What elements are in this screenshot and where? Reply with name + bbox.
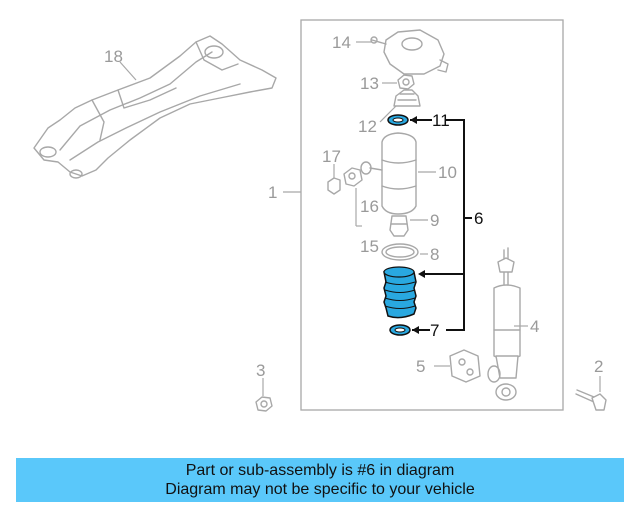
callout-4: 4 — [530, 317, 539, 336]
callout-10: 10 — [438, 163, 457, 182]
shock-absorber-part-4[interactable] — [487, 247, 521, 401]
callout-17: 17 — [322, 147, 341, 166]
callout-14: 14 — [332, 33, 351, 52]
seal-ring-part-7[interactable] — [389, 324, 411, 336]
bolt-part-2[interactable] — [575, 389, 607, 411]
dust-boot-part-6[interactable] — [383, 266, 417, 319]
banner-line-1: Part or sub-assembly is #6 in diagram — [185, 462, 455, 479]
bracket-part-5[interactable] — [449, 349, 481, 383]
fitting-part-17[interactable] — [327, 177, 341, 195]
nut-part-3[interactable] — [255, 396, 273, 412]
subframe-part-18[interactable] — [33, 35, 277, 179]
parts-diagram: 18 1 14 13 12 11 10 — [33, 19, 607, 412]
callout-16: 16 — [360, 197, 379, 216]
seal-ring-part-11[interactable] — [387, 114, 409, 126]
callout-12: 12 — [358, 117, 377, 136]
assembly-frame — [300, 19, 564, 411]
callout-9: 9 — [430, 211, 439, 230]
bearing-part-12[interactable] — [393, 89, 421, 107]
callout-7: 7 — [430, 321, 439, 340]
nut-part-13[interactable] — [397, 74, 415, 90]
callout-1: 1 — [268, 183, 277, 202]
info-banner: Part or sub-assembly is #6 in diagram Di… — [16, 458, 624, 502]
callout-8: 8 — [430, 245, 439, 264]
callout-13: 13 — [360, 74, 379, 93]
callout-5: 5 — [416, 357, 425, 376]
bump-stop-part-9[interactable] — [389, 215, 409, 237]
callout-6: 6 — [474, 209, 483, 228]
callout-2: 2 — [594, 357, 603, 376]
top-mount-part-14[interactable] — [370, 29, 449, 75]
callout-3: 3 — [256, 361, 265, 380]
banner-line-2: Diagram may not be specific to your vehi… — [165, 481, 475, 498]
callout-15: 15 — [360, 237, 379, 256]
callout-18: 18 — [104, 47, 123, 66]
ring-part-8[interactable] — [381, 243, 419, 261]
connector-part-16[interactable] — [343, 167, 363, 187]
callout-11: 11 — [432, 111, 450, 130]
air-spring-part-10[interactable] — [360, 132, 417, 215]
assembly-bracket-6 — [418, 119, 472, 331]
